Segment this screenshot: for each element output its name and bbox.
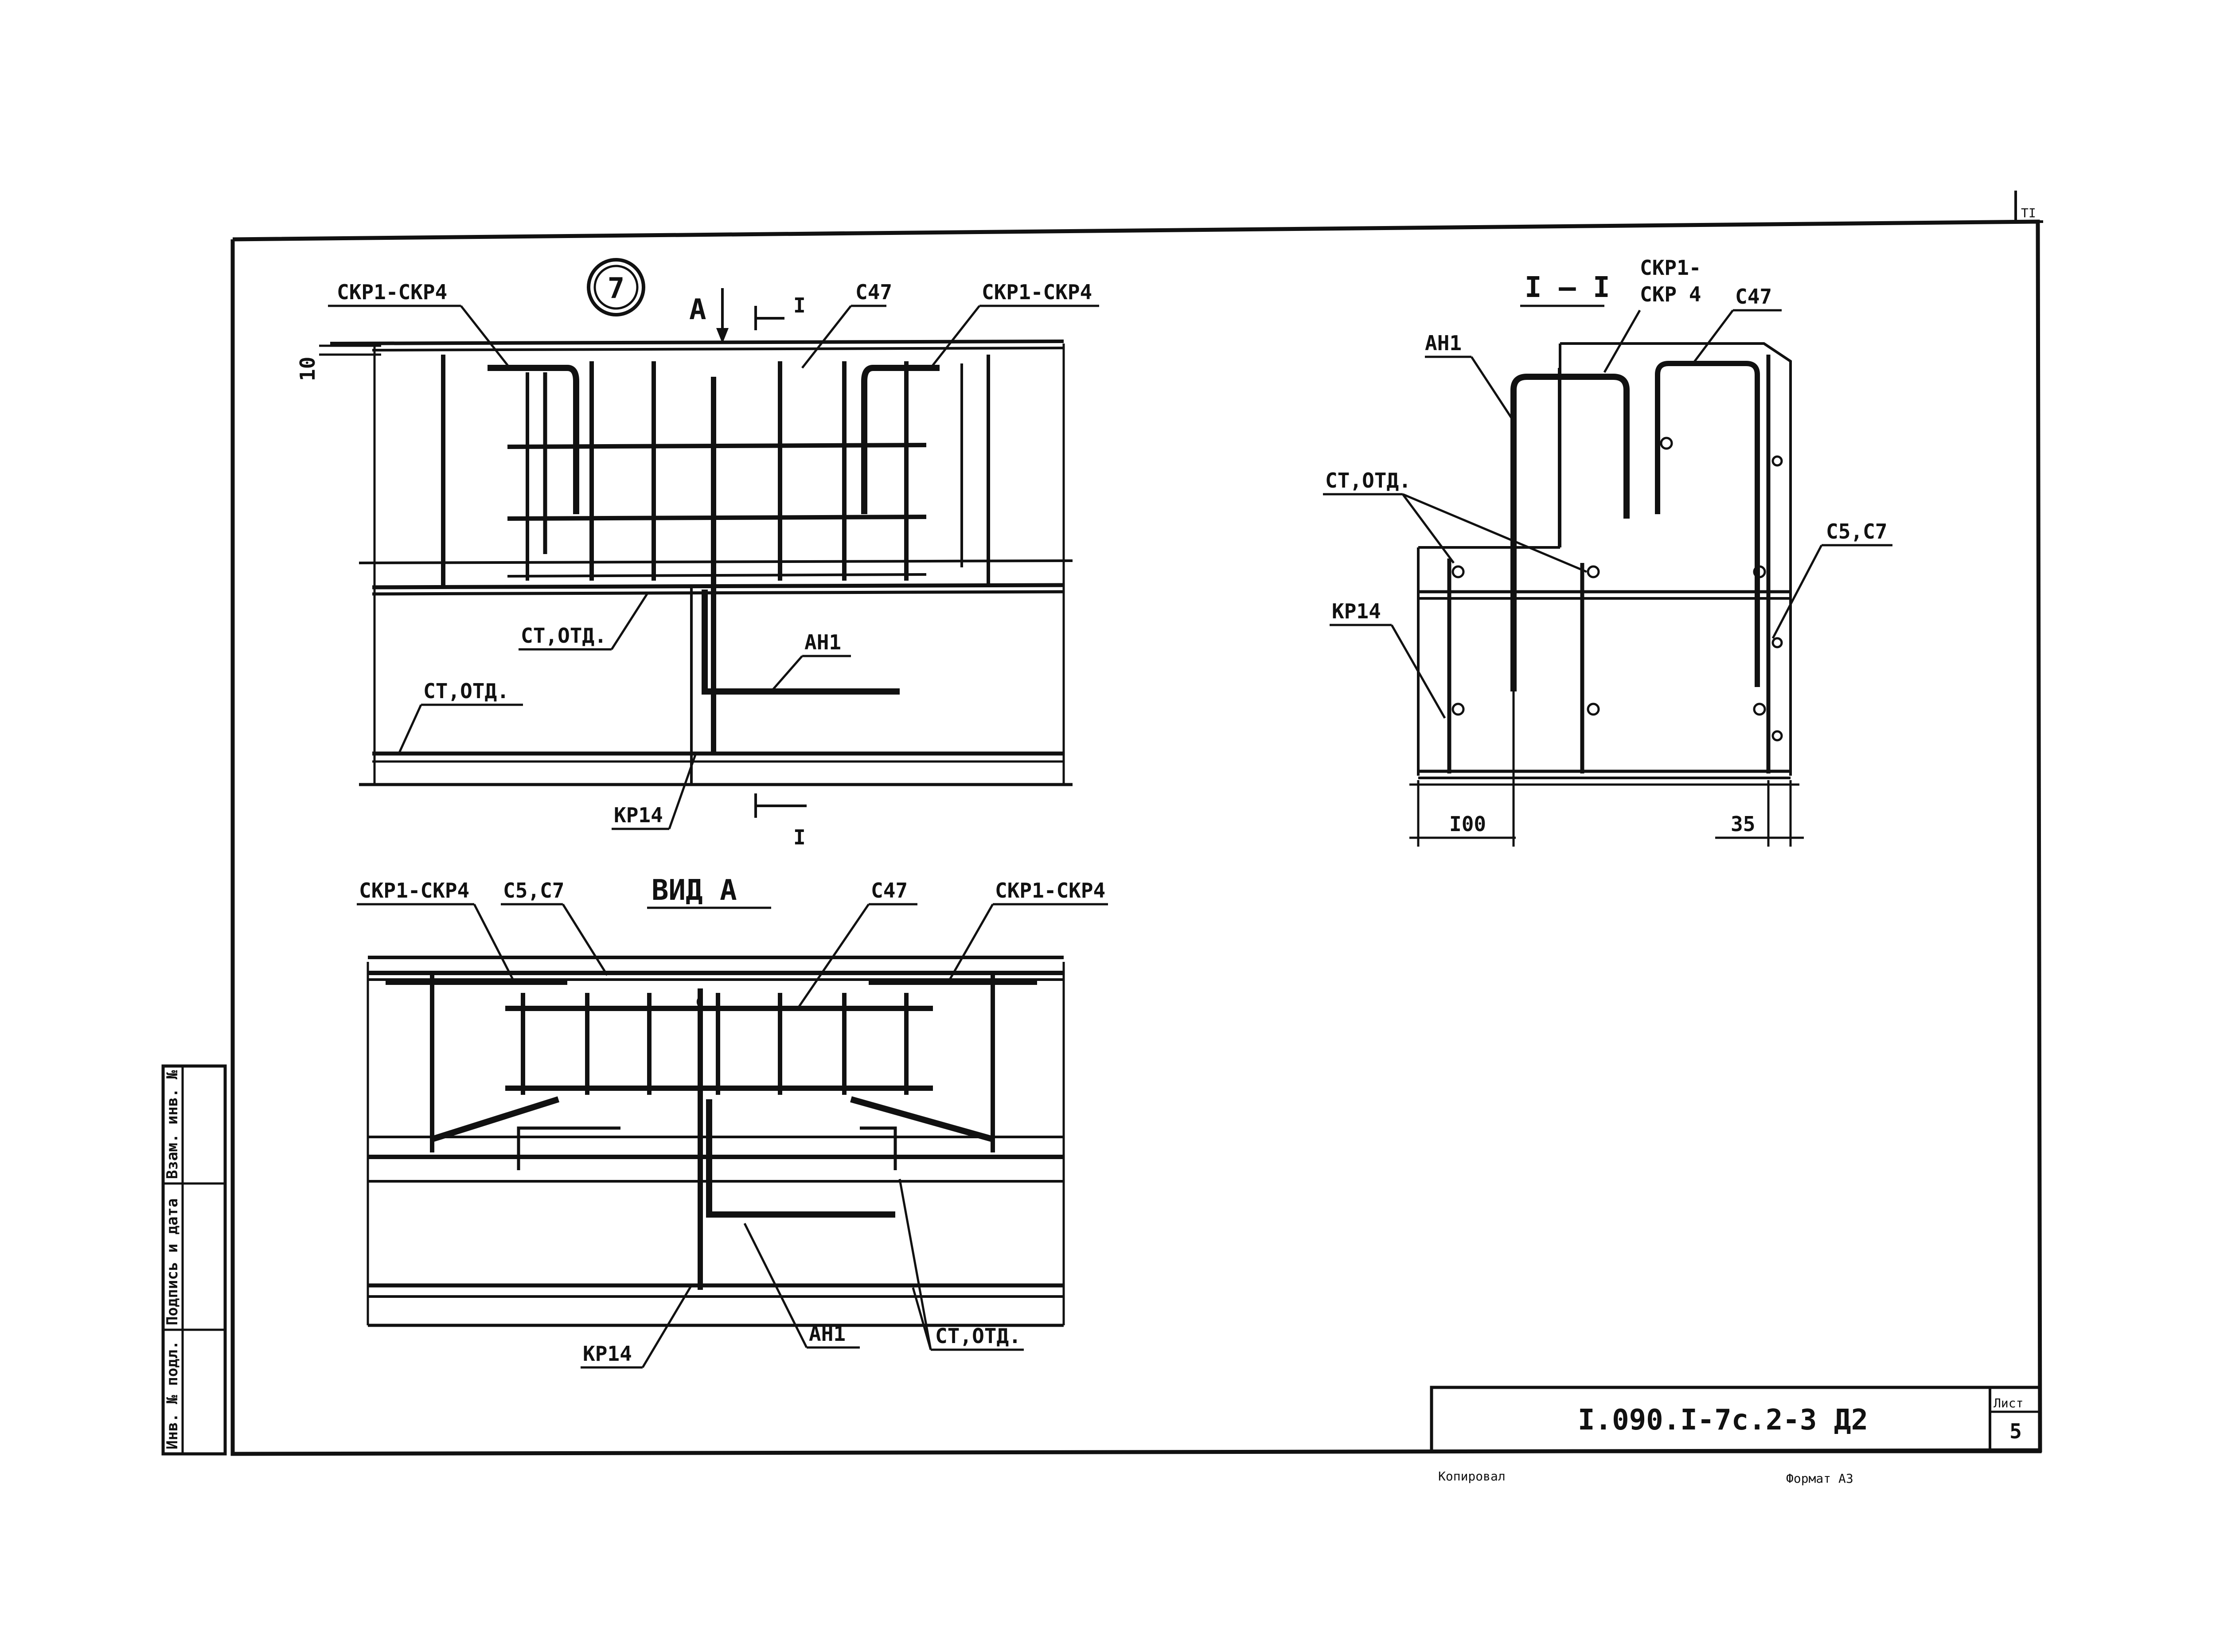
label-st-otd-section: СТ,ОТД. [1325,469,1411,492]
label-skr-plan-left: СКР1-СКР4 [359,879,469,902]
view-a-title: ВИД А [652,874,737,907]
label-an1-section: АН1 [1425,331,1462,355]
label-c47: С47 [855,280,892,304]
dim-35: 35 [1731,812,1755,836]
label-skr-top: СКР1- [1640,256,1701,280]
view-mark-arrow: А [689,293,706,326]
label-kr14-elev: КР14 [614,803,663,827]
stamp-sign-date: Подпись и дата [164,1198,181,1325]
label-kr14-plan: КР14 [583,1342,632,1366]
section-title: I — I [1525,271,1610,304]
label-kr14-section: КР14 [1332,599,1381,623]
footer-format: Формат А3 [1786,1471,1853,1486]
side-stamp: Взам. инв. № Подпись и дата Инв. № подл. [164,1070,181,1449]
section-mark-bottom: I [793,825,806,849]
label-st-otd-plan: СТ,ОТД. [935,1324,1021,1348]
label-c5c7-section: С5,С7 [1826,519,1887,543]
label-skr-bottom: СКР 4 [1640,282,1701,306]
drawing-code: I.090.I-7с.2-3 Д2 [1578,1404,1868,1437]
view-a-plan: ВИД А С СКР1- [357,874,1108,1369]
stamp-replace-inv: Взам. инв. № [164,1070,181,1179]
label-skr-plan-right: СКР1-СКР4 [995,879,1105,902]
label-c5c7-plan: С5,С7 [503,879,564,902]
node-number: 7 [608,272,625,305]
sheet-label: Лист [1994,1396,2023,1410]
corner-sheet-mark: TI [2021,206,2036,220]
section-1-1: I — I СКР1- СКР 4 С47 [1323,256,1892,847]
label-skr-right: СКР1-СКР4 [982,280,1092,304]
section-mark-top: I [793,293,806,317]
stamp-inv-no: Инв. № подл. [164,1340,181,1449]
label-st-otd-1: СТ,ОТД. [521,624,607,648]
label-c-small: С [696,995,703,1009]
label-st-otd-2: СТ,ОТД. [423,679,509,703]
label-an1-elev: АН1 [804,630,841,654]
label-c47-section: С47 [1735,285,1772,309]
label-c47-plan: С47 [871,879,908,902]
label-skr-left: СКР1-СКР4 [337,280,447,304]
label-an1-plan: АН1 [809,1322,846,1346]
dim-cover-10: 10 [296,357,320,381]
footer-copied: Копировал [1438,1469,1506,1484]
sheet-number: 5 [2009,1419,2022,1443]
node-7-elevation: 7 I [296,258,1099,849]
title-block [1430,1386,2042,1453]
dim-100: I00 [1449,812,1486,836]
